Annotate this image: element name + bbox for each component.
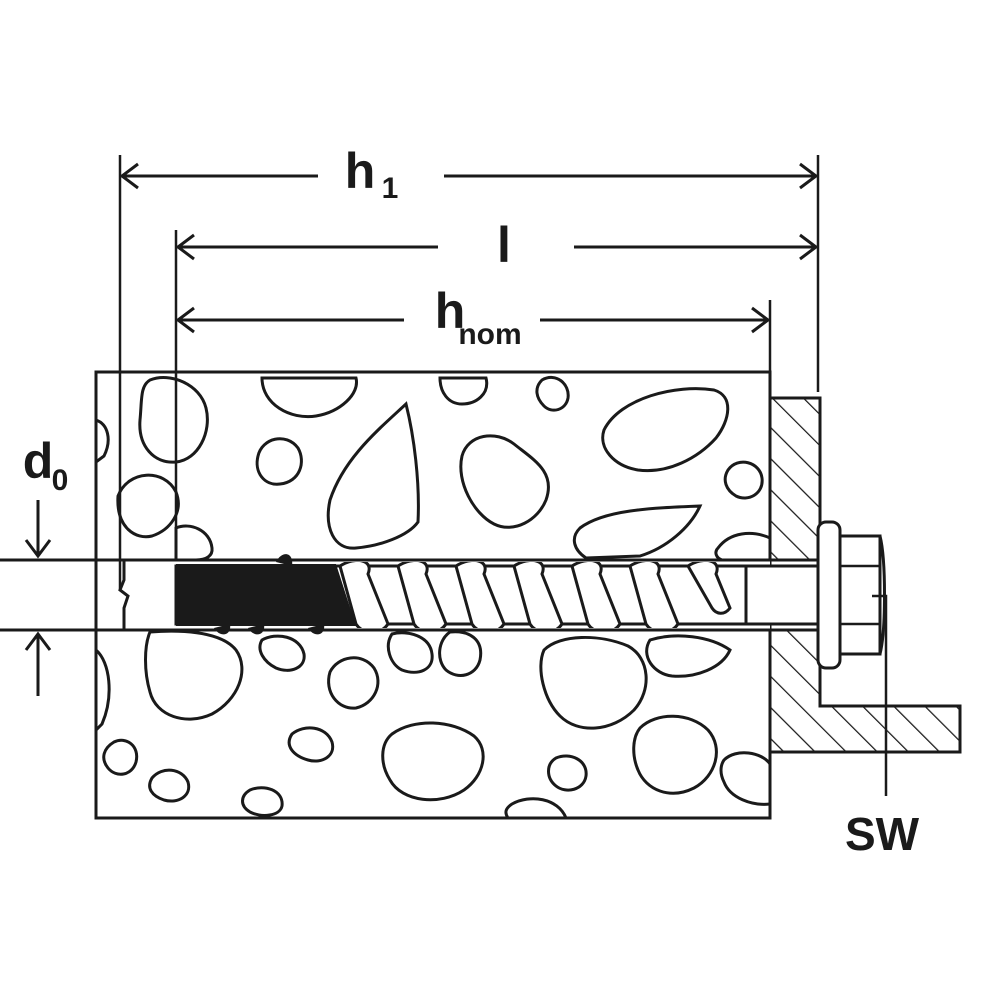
aggregate-stone	[719, 751, 770, 806]
aggregate-stone	[96, 648, 111, 733]
aggregate-stone	[572, 504, 703, 560]
label-hnom-subscript: nom	[458, 318, 521, 351]
aggregate-stone	[438, 376, 489, 406]
aggregate-stone	[714, 531, 770, 562]
label-d0-subscript: 0	[52, 464, 69, 497]
concrete-screw	[174, 520, 886, 670]
aggregate-stone	[148, 768, 191, 803]
aggregate-stone	[547, 754, 588, 792]
aggregate-stone	[255, 437, 303, 486]
aggregate-stone	[601, 387, 730, 473]
drill-tip	[118, 558, 176, 632]
screw-threads	[338, 562, 732, 628]
label-h1-subscript: 1	[382, 172, 399, 205]
label-hnom: h	[435, 283, 466, 339]
aggregate-stone	[327, 656, 380, 710]
aggregate-stone	[459, 434, 550, 529]
aggregate-stone	[632, 714, 718, 795]
thread-tip	[308, 624, 325, 635]
aggregate-stone	[386, 631, 434, 674]
aggregate-stone	[381, 721, 485, 802]
aggregate-stone	[326, 401, 420, 550]
aggregate-stone	[287, 726, 335, 763]
aggregate-stone	[723, 460, 764, 500]
aggregate-stone	[144, 629, 244, 721]
aggregate-stone	[438, 630, 483, 677]
dimension-h1: h 1	[118, 143, 820, 590]
dimension-hnom: h nom	[175, 283, 772, 372]
aggregate-stone	[102, 738, 139, 776]
label-l: l	[497, 217, 511, 273]
label-h1: h	[345, 143, 376, 199]
label-sw: SW	[845, 808, 920, 860]
aggregate-stones	[96, 375, 770, 818]
thread-tip	[214, 624, 231, 635]
aggregate-stone	[96, 418, 110, 464]
aggregate-stone	[645, 634, 732, 678]
embedded-section	[176, 564, 356, 626]
thread-tip	[248, 624, 265, 635]
dimension-d0: d 0	[23, 433, 69, 696]
washer	[816, 520, 842, 670]
thread-tip	[276, 554, 293, 566]
aggregate-stone	[241, 786, 284, 817]
aggregate-stone	[138, 376, 209, 464]
label-d0: d	[23, 433, 54, 489]
aggregate-stone	[260, 376, 358, 419]
dimension-l: l	[174, 217, 819, 560]
leader-sw: SW	[845, 594, 920, 860]
aggregate-stone	[539, 636, 648, 730]
aggregate-stone	[504, 797, 568, 818]
aggregate-stone	[258, 634, 306, 672]
aggregate-stone	[535, 375, 570, 412]
